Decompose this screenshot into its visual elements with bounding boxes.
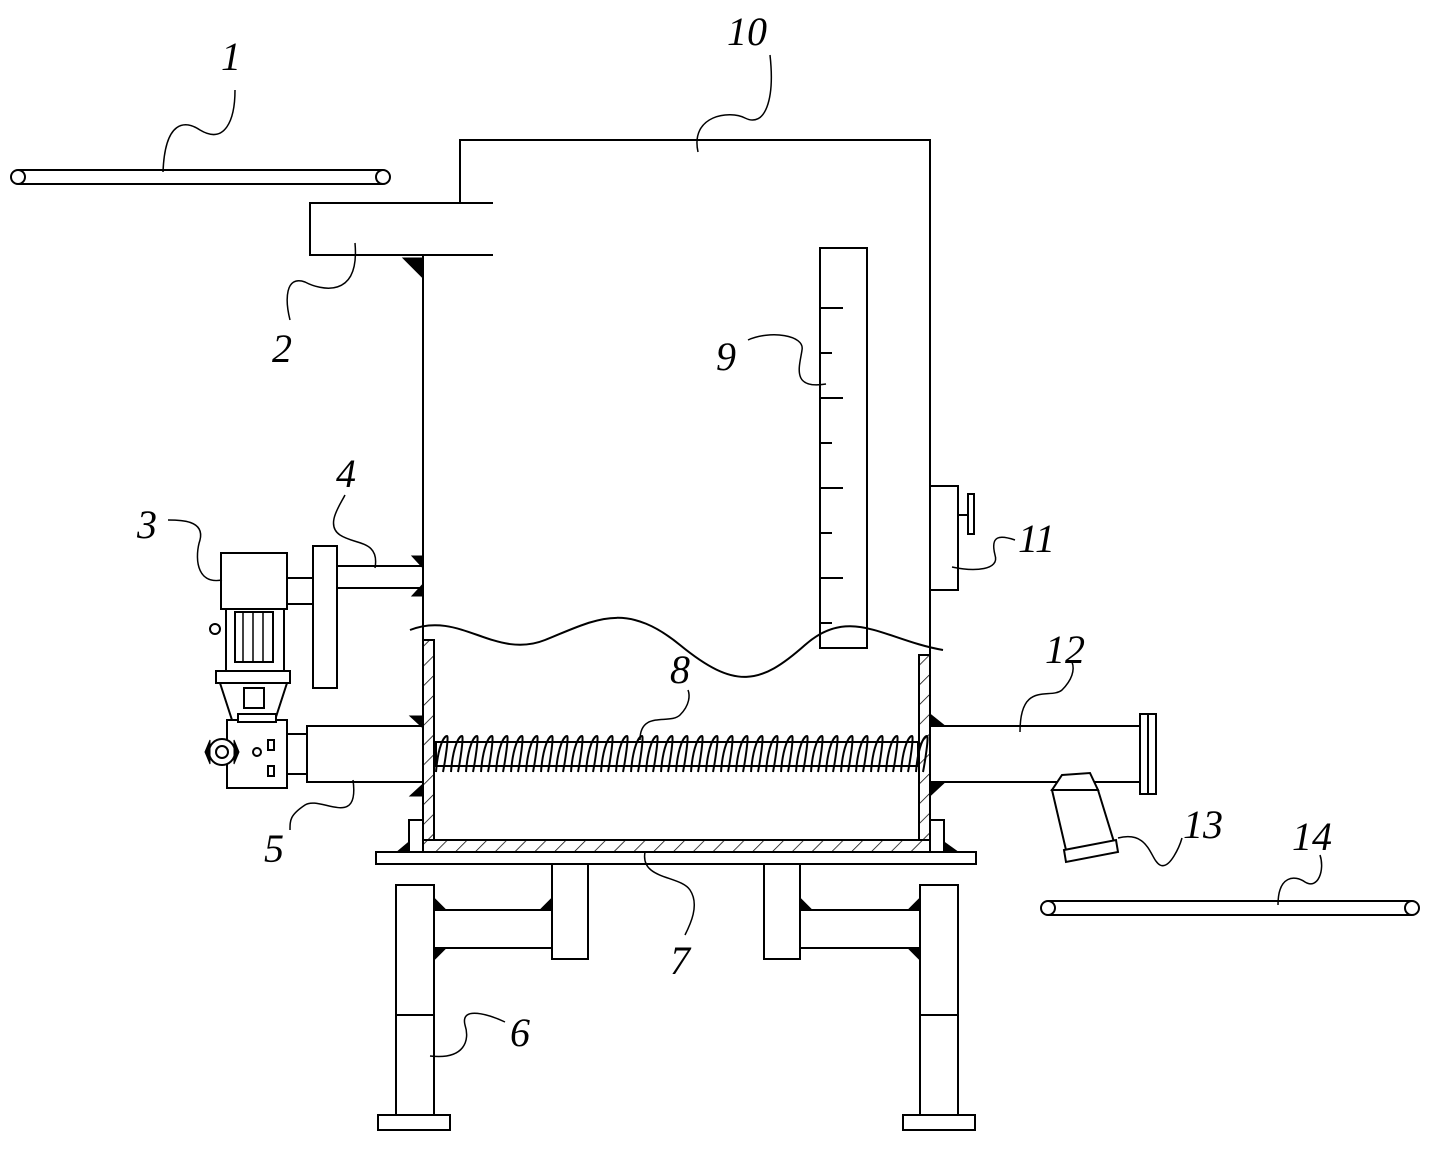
screw-flight xyxy=(435,734,449,773)
leader-lines xyxy=(162,54,1323,1058)
screw-flight xyxy=(600,734,614,773)
screw-flight xyxy=(660,734,674,773)
screw-flight xyxy=(675,734,689,773)
screw-flight xyxy=(810,734,824,773)
stirring-motor xyxy=(209,552,291,721)
screw-flight xyxy=(780,734,794,773)
support-frame xyxy=(377,863,976,1131)
screw-flight xyxy=(735,734,749,773)
screw-flight xyxy=(480,734,494,773)
side-valve xyxy=(929,485,975,591)
screw-flight xyxy=(510,734,524,773)
screw-flight xyxy=(915,734,929,773)
screw-drive xyxy=(204,713,424,797)
feed-conveyor-belt xyxy=(10,169,391,185)
screw-flight xyxy=(705,734,719,773)
screw-flight xyxy=(630,734,644,773)
screw-flight xyxy=(855,734,869,773)
label-5: 5 xyxy=(264,826,284,871)
label-12: 12 xyxy=(1045,627,1085,672)
label-11: 11 xyxy=(1018,516,1055,561)
discharge-outlet xyxy=(1050,771,1120,864)
screw-flight xyxy=(495,734,509,773)
screw-flight xyxy=(540,734,554,773)
label-14: 14 xyxy=(1292,814,1332,859)
label-6: 6 xyxy=(510,1010,530,1055)
part-labels: 1 2 3 4 5 6 7 8 9 10 11 12 13 14 xyxy=(136,9,1332,1055)
screw-flight xyxy=(615,734,629,773)
screw-flight xyxy=(750,734,764,773)
screw-flight xyxy=(450,734,464,773)
label-4: 4 xyxy=(336,451,356,496)
label-9: 9 xyxy=(716,334,736,379)
label-2: 2 xyxy=(272,326,292,371)
base-plate xyxy=(375,819,977,865)
screw-flight xyxy=(585,734,599,773)
screw-flight xyxy=(690,734,704,773)
screw-flight xyxy=(525,734,539,773)
label-7: 7 xyxy=(670,938,692,983)
label-1: 1 xyxy=(221,34,241,79)
screw-flight xyxy=(570,734,584,773)
screw-flight xyxy=(840,734,854,773)
screw-flight xyxy=(795,734,809,773)
screw-flight xyxy=(720,734,734,773)
screw-shaft xyxy=(435,734,929,773)
liquid-surface xyxy=(409,616,944,678)
label-3: 3 xyxy=(136,502,157,547)
screw-flight xyxy=(555,734,569,773)
motor-coupling xyxy=(286,545,424,689)
label-13: 13 xyxy=(1183,802,1223,847)
label-10: 10 xyxy=(727,9,767,54)
discharge-pipe xyxy=(929,712,1157,798)
feed-inlet xyxy=(309,202,493,280)
screw-flight xyxy=(645,734,659,773)
screw-flight xyxy=(885,734,899,773)
screw-flight xyxy=(870,734,884,773)
output-conveyor-belt xyxy=(1040,900,1420,916)
screw-flight xyxy=(465,734,479,773)
screw-flight xyxy=(825,734,839,773)
screw-flight xyxy=(765,734,779,773)
screw-flight xyxy=(900,734,914,773)
level-gauge xyxy=(819,247,868,649)
label-8: 8 xyxy=(670,647,690,692)
